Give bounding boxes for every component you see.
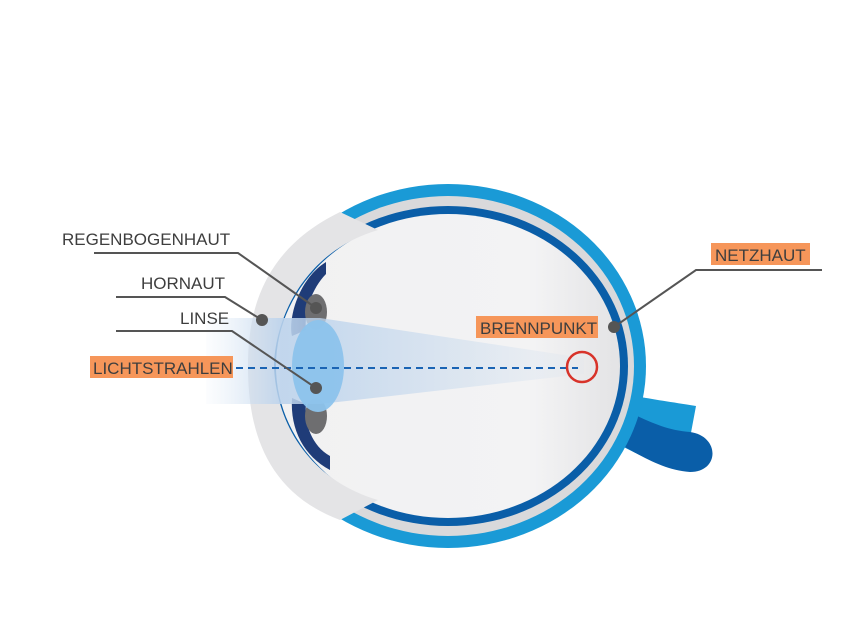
leader-regenbogenhaut	[94, 252, 317, 309]
leader-netzhaut	[613, 269, 822, 328]
label-linse: LINSE	[180, 309, 229, 328]
netzhaut-highlight	[711, 243, 810, 265]
label-netzhaut: NETZHAUT	[715, 246, 806, 265]
label-hornaut: HORNAUT	[141, 274, 225, 293]
dot-hornaut	[256, 314, 268, 326]
iris-lower	[291, 398, 330, 470]
dot-linse	[310, 382, 322, 394]
optic-nerve-core	[612, 405, 713, 472]
leader-linse	[116, 330, 317, 389]
label-lichtstrahlen: LICHTSTRAHLEN	[93, 359, 233, 378]
focal-point-ring	[565, 350, 599, 384]
dot-regenbogenhaut	[310, 302, 322, 314]
anterior-chamber	[248, 212, 378, 520]
dot-netzhaut	[608, 321, 620, 333]
label-regenbogenhaut: REGENBOGENHAUT	[62, 230, 230, 249]
brennpunkt-highlight	[476, 316, 598, 338]
lichtstrahlen-highlight	[90, 356, 233, 378]
leader-hornaut	[116, 296, 263, 321]
label-brennpunkt: BRENNPUNKT	[480, 319, 597, 338]
lens	[292, 320, 344, 412]
